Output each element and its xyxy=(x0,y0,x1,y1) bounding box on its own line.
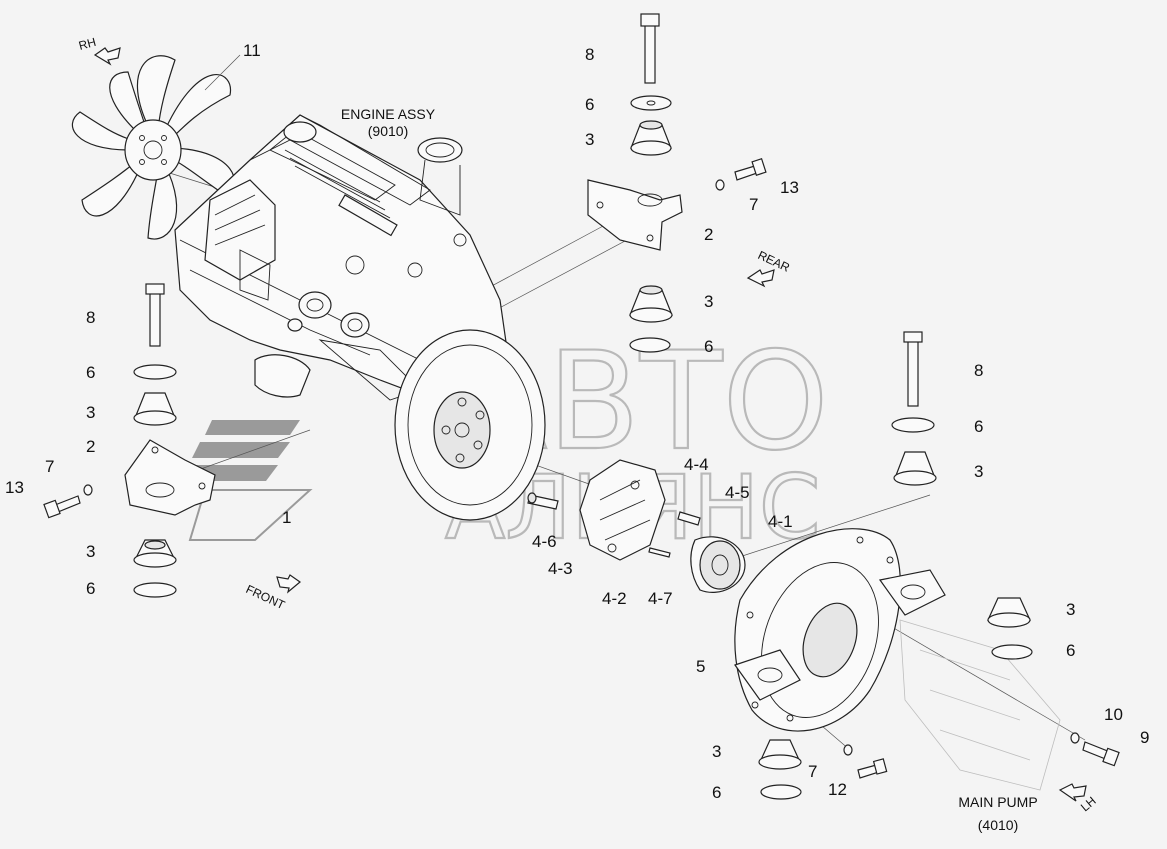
callout-mid-6: 6 xyxy=(704,337,713,356)
callout-left-2: 2 xyxy=(86,437,95,456)
bracket-top xyxy=(587,179,683,251)
callout-left-low-6: 6 xyxy=(86,579,95,598)
callout-4-3: 4-3 xyxy=(548,559,573,578)
flywheel xyxy=(394,329,546,521)
arrow-rear-icon: REAR xyxy=(746,248,792,288)
callout-top-8: 8 xyxy=(585,45,594,64)
callout-mid-3: 3 xyxy=(704,292,713,311)
mount-stack-left xyxy=(133,283,177,426)
callout-4-2: 4-2 xyxy=(602,589,627,608)
mount-stack-bottom xyxy=(758,739,802,800)
callout-right-3: 3 xyxy=(974,462,983,481)
callout-top-2: 2 xyxy=(704,225,713,244)
arrow-lh-icon: LH xyxy=(1058,783,1099,814)
arrow-rh-icon: RH xyxy=(77,35,121,66)
callout-labels: 11 8 6 3 13 7 2 3 6 8 6 3 8 6 3 2 7 13 1… xyxy=(5,41,1149,802)
callout-left-6: 6 xyxy=(86,363,95,382)
callout-left-3: 3 xyxy=(86,403,95,422)
mount-stack-mid xyxy=(629,285,673,353)
callout-4-4: 4-4 xyxy=(684,455,709,474)
callout-1: 1 xyxy=(282,508,291,527)
callout-left-13: 13 xyxy=(5,478,24,497)
callout-5: 5 xyxy=(696,657,705,676)
dir-rh: RH xyxy=(77,35,97,53)
callout-pump-6: 6 xyxy=(1066,641,1075,660)
callout-4-6: 4-6 xyxy=(532,532,557,551)
callout-top-7: 7 xyxy=(749,195,758,214)
bracket-left xyxy=(124,439,216,516)
callout-11: 11 xyxy=(243,41,261,60)
mount-stack-left-low xyxy=(133,539,177,598)
main-pump-caption: MAIN PUMP xyxy=(958,794,1037,810)
coupling-assembly xyxy=(527,459,746,593)
callout-top-13: 13 xyxy=(780,178,799,197)
callout-bot-6: 6 xyxy=(712,783,721,802)
main-pump-code: (4010) xyxy=(978,817,1018,833)
callout-bot-7: 7 xyxy=(808,762,817,781)
engine-assembly xyxy=(174,114,511,401)
callout-4-5: 4-5 xyxy=(725,483,750,502)
callout-9: 9 xyxy=(1140,728,1149,747)
mount-stack-pump xyxy=(987,597,1033,660)
engine-assy-code: (9010) xyxy=(368,123,408,139)
cooling-fan xyxy=(71,54,241,240)
callout-top-6: 6 xyxy=(585,95,594,114)
callout-pump-3: 3 xyxy=(1066,600,1075,619)
arrow-front-icon: FRONT xyxy=(244,574,301,612)
callout-right-8: 8 xyxy=(974,361,983,380)
bolts-and-washers xyxy=(43,158,1120,779)
callout-top-3: 3 xyxy=(585,130,594,149)
callout-left-8: 8 xyxy=(86,308,95,327)
callout-12: 12 xyxy=(828,780,847,799)
callout-left-low-3: 3 xyxy=(86,542,95,561)
mount-stack-top xyxy=(630,13,672,156)
callout-4-1: 4-1 xyxy=(768,512,793,531)
callout-bot-3: 3 xyxy=(712,742,721,761)
pump-housing xyxy=(734,528,946,732)
callout-4-7: 4-7 xyxy=(648,589,673,608)
mount-stack-right xyxy=(891,331,937,486)
callout-10: 10 xyxy=(1104,705,1123,724)
callout-left-7: 7 xyxy=(45,457,54,476)
engine-assy-caption: ENGINE ASSY xyxy=(341,106,436,122)
callout-right-6: 6 xyxy=(974,417,983,436)
